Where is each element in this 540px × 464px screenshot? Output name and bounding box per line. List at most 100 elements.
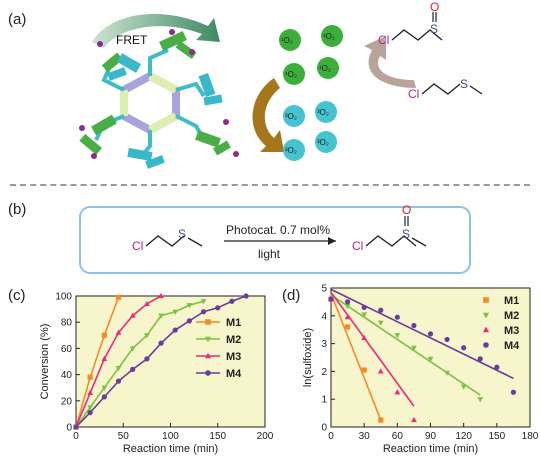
y-tick-label: 4 [321, 311, 327, 322]
data-point-m4 [115, 378, 122, 384]
singlet-oxygen [317, 57, 339, 79]
data-point-m4 [243, 293, 249, 299]
data-point-m4 [394, 314, 400, 320]
x-tick-label: 150 [209, 431, 226, 442]
data-point-m2 [444, 370, 450, 376]
fit-line-m2 [330, 294, 481, 396]
data-point-m3 [87, 389, 94, 396]
y-tick-label: 0 [66, 423, 72, 434]
scheme-reactant-s: S [178, 227, 186, 241]
data-point-m3 [101, 355, 108, 361]
data-point-m3 [344, 314, 351, 320]
data-point-m2 [158, 313, 164, 319]
data-point-m2 [394, 333, 401, 339]
y-tick-label: 60 [61, 344, 73, 355]
x-tick-label: 180 [522, 431, 539, 442]
x-tick-label: 30 [359, 431, 371, 442]
data-point-m4 [186, 318, 192, 324]
data-point-m2 [186, 303, 193, 309]
series-line-m1 [75, 297, 120, 428]
x-axis-label: Reaction time (min) [123, 443, 218, 455]
data-point-m4 [378, 307, 384, 313]
triplet-oxygen [283, 105, 305, 127]
triplet-oxygen-label: ³O₂ [317, 138, 329, 147]
x-tick-label: 150 [488, 431, 505, 442]
data-point-m3 [377, 368, 384, 374]
y-tick-label: 5 [321, 284, 327, 295]
panel-label-b: (b) [8, 201, 27, 218]
data-point-m4 [510, 389, 517, 395]
product-o: O [430, 0, 439, 14]
data-point-m2 [129, 346, 136, 352]
scheme-product-s: S [402, 227, 410, 241]
y-tick-label: 0 [321, 423, 327, 434]
singlet-oxygen-label: ¹O₂ [323, 32, 335, 41]
data-point-m2 [377, 320, 384, 326]
scheme-product-cl: Cl [352, 239, 363, 253]
data-point-m4 [73, 424, 79, 430]
data-point-m2 [144, 333, 150, 339]
triplet-oxygen-label: ³O₂ [285, 146, 297, 155]
data-point-m3 [361, 334, 368, 341]
legend-marker-m1 [483, 297, 489, 303]
legend-marker-m1 [205, 319, 211, 325]
singlet-oxygen [279, 29, 301, 51]
data-point-m2 [73, 424, 79, 431]
triplet-oxygen-label: ³O₂ [285, 112, 297, 121]
data-point-m4 [87, 409, 93, 416]
x-tick-label: 200 [257, 431, 274, 442]
x-axis-label: Reaction time (min) [383, 443, 478, 455]
data-point-m4 [344, 299, 351, 305]
legend-label-m2: M2 [226, 334, 241, 346]
legend-marker-m4 [483, 342, 489, 348]
green-chromophores [79, 30, 231, 156]
scheme-catalyst: Photocat. 0.7 mol% [226, 223, 330, 237]
data-point-m2 [87, 405, 94, 411]
data-point-m4 [200, 309, 207, 315]
excitation-arrow [252, 78, 284, 152]
data-point-m4 [144, 356, 150, 362]
data-point-m3 [158, 292, 164, 299]
data-point-m4 [411, 322, 417, 329]
data-point-m4 [158, 340, 164, 346]
data-point-m4 [101, 394, 107, 400]
scheme-product-o: O [402, 203, 411, 217]
product-cl: Cl [378, 33, 389, 47]
legend-label-m3: M3 [504, 325, 519, 337]
data-point-m4 [215, 305, 221, 311]
data-point-m3 [144, 300, 150, 306]
y-tick-label: 20 [61, 396, 73, 407]
y-axis-label: ln(sulfoxide) [302, 328, 314, 387]
plot-area [330, 287, 531, 428]
data-point-m2 [427, 356, 434, 363]
data-point-m4 [172, 327, 178, 333]
data-point-m1 [73, 424, 79, 430]
data-point-m4 [461, 345, 467, 351]
data-point-m4 [229, 298, 235, 304]
data-point-m1 [344, 324, 351, 330]
reactant-s: S [460, 77, 468, 91]
legend-marker-m4 [205, 370, 211, 376]
y-tick-label: 100 [55, 292, 72, 303]
x-tick-label: 0 [328, 431, 334, 442]
data-point-m3 [394, 389, 401, 395]
data-point-m1 [328, 296, 334, 302]
singlet-oxygen [321, 25, 343, 47]
reactant-cl: Cl [408, 87, 419, 101]
legend-marker-m3 [204, 352, 212, 359]
product-s: S [430, 22, 438, 36]
scheme-condition: light [258, 247, 281, 261]
y-tick-label: 40 [61, 370, 73, 381]
legend-label-m4: M4 [504, 340, 520, 352]
triplet-oxygen [283, 139, 305, 161]
data-point-m2 [411, 345, 417, 351]
y-tick-label: 80 [61, 318, 73, 329]
fit-line-m1 [330, 293, 382, 421]
scheme-reactant-cl: Cl [132, 239, 143, 253]
data-point-m2 [361, 312, 368, 318]
singlet-oxygen-group: ¹O₂ ¹O₂ ¹O₂ ¹O₂ [279, 25, 343, 85]
section-divider [10, 184, 530, 186]
panel-label-c: (c) [8, 287, 26, 304]
legend-label-m1: M1 [226, 317, 241, 329]
data-point-m3 [328, 296, 334, 302]
